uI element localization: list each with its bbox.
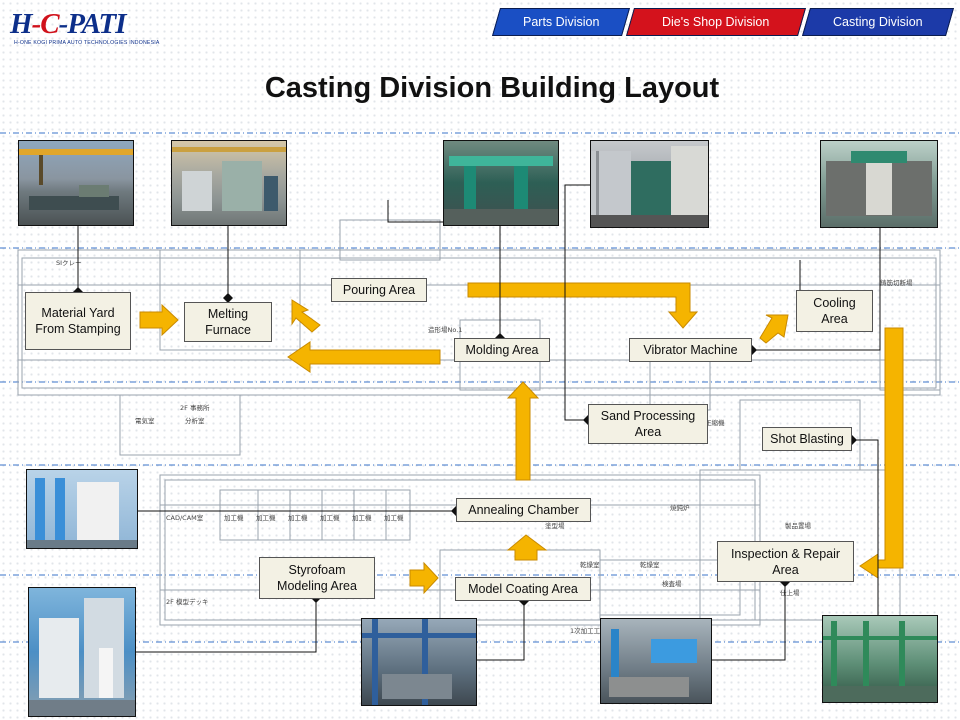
photo-styrofoam-modeling (28, 587, 136, 717)
label-inspection-repair: Inspection & Repair Area (717, 541, 854, 582)
plan-text-product-storage: 製品置場 (785, 521, 812, 530)
photo-pouring-molding (443, 140, 559, 226)
photo-melting-furnace (171, 140, 287, 226)
label-shot-blasting: Shot Blasting (762, 427, 852, 451)
label-model-coating: Model Coating Area (455, 577, 591, 601)
plan-text-dry-2: 乾燥室 (640, 560, 660, 569)
label-material-yard: Material Yard From Stamping (25, 292, 131, 350)
label-cooling-area: Cooling Area (796, 290, 873, 332)
logo-mark: H-C-PATI (10, 8, 127, 40)
label-pouring-area: Pouring Area (331, 278, 427, 302)
plan-text-dry-1: 乾燥室 (580, 560, 600, 569)
plan-text-crane: SIクレー (56, 259, 82, 267)
label-sand-processing: Sand Processing Area (588, 404, 708, 444)
plan-text-machining-3: 加工機 (288, 513, 308, 522)
photo-material-yard (18, 140, 134, 226)
arrow-yard-to-furnace (139, 303, 179, 337)
photo-cooling-area (820, 140, 938, 228)
arrow-coating-to-annealing (506, 534, 548, 561)
label-melting-furnace: Melting Furnace (184, 302, 272, 342)
label-molding-area: Molding Area (454, 338, 550, 362)
process-arrows (139, 282, 904, 595)
plan-text-model-deck: 2F 模型デッキ (166, 597, 208, 606)
photo-model-coating (361, 618, 477, 706)
arrow-furnace-to-pouring (291, 299, 321, 333)
label-annealing-chamber: Annealing Chamber (456, 498, 591, 522)
arrow-vibrator-to-cooling (759, 314, 789, 344)
plan-text-machining-5: 加工機 (352, 513, 372, 522)
plan-text-coating: 塗型場 (545, 521, 565, 530)
photo-sand-processing (590, 140, 709, 228)
plan-text-runner-cut: 鋳筋切断場 (880, 278, 913, 287)
arrow-molding-return (287, 341, 441, 373)
plan-text-finish: 仕上場 (780, 588, 800, 597)
arrow-styro-to-coating (409, 561, 439, 595)
arrow-cooling-to-inspection (859, 327, 904, 579)
plan-text-inspect: 検査場 (662, 579, 682, 588)
plan-text-molding-no1: 造形場No.1 (428, 325, 462, 334)
page-title: Casting Division Building Layout (264, 72, 720, 104)
plan-text-machining-6: 加工機 (384, 513, 404, 522)
plan-text-compressor: 圧縮機 (705, 418, 725, 427)
plan-text-office: 2F 事務所 (180, 403, 210, 412)
plan-text-machining-1st: 1次加工工 (570, 626, 601, 635)
plan-text-electric: 電気室 (135, 416, 155, 425)
plan-text-anneal-furnace: 焼鈍炉 (670, 503, 690, 512)
label-styrofoam-modeling: Styrofoam Modeling Area (259, 557, 375, 599)
plan-text-cad: CAD/CAM室 (166, 513, 204, 522)
logo-tagline: H-ONE KOGI PRIMA AUTO TECHNOLOGIES INDON… (14, 40, 160, 46)
photo-annealing-chamber (26, 469, 138, 549)
company-logo: H-C-PATI H-ONE KOGI PRIMA AUTO TECHNOLOG… (10, 8, 159, 48)
arrow-annealing-to-molding (506, 381, 540, 481)
connector-lines (77, 184, 881, 661)
label-vibrator-machine: Vibrator Machine (629, 338, 752, 362)
plan-text-machining-1: 加工機 (224, 513, 244, 522)
plan-text-machining-2: 加工機 (256, 513, 276, 522)
photo-shot-blasting (822, 615, 938, 703)
plan-text-analysis: 分析室 (185, 416, 205, 425)
plan-text-machining-4: 加工機 (320, 513, 340, 522)
arrow-pouring-to-vibrator (467, 282, 699, 329)
photo-inspection-repair (600, 618, 712, 704)
